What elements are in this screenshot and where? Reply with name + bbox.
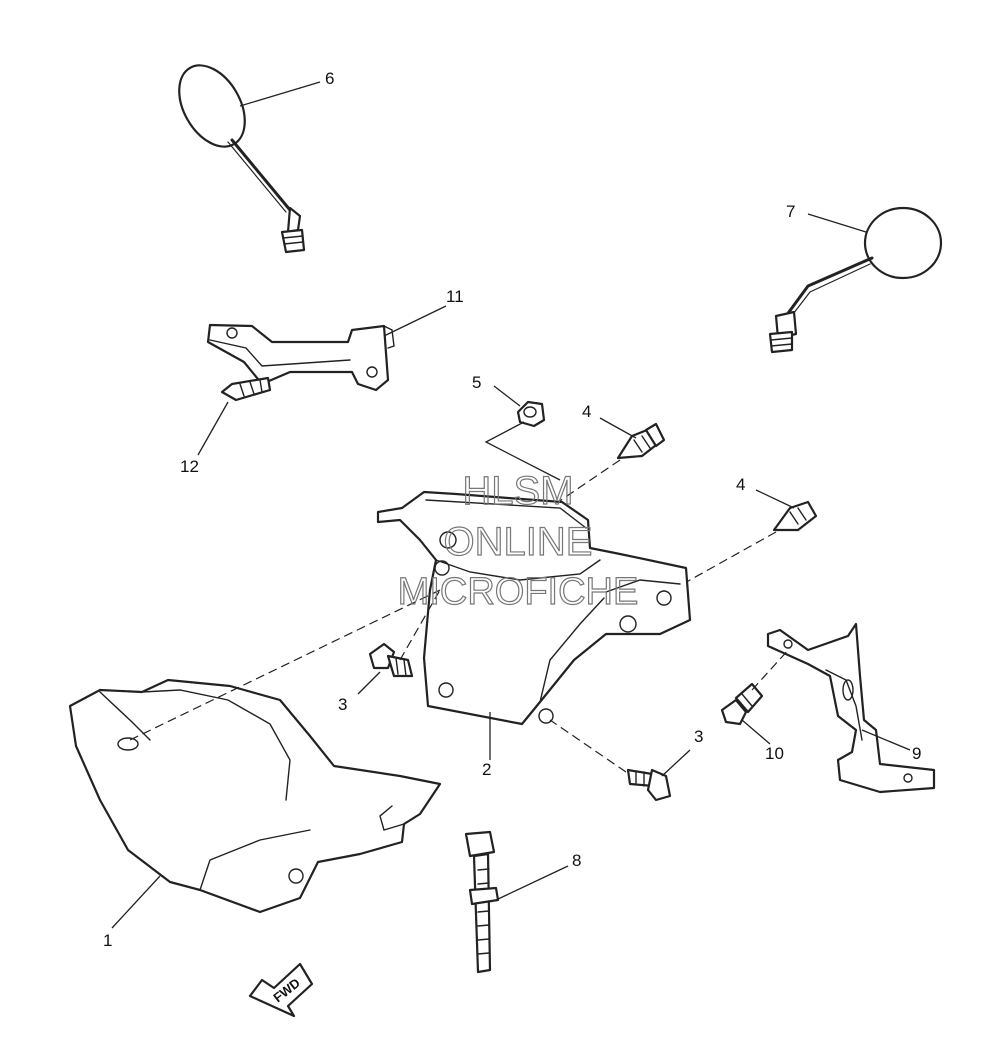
callout-12: 12 xyxy=(180,457,199,476)
callout-5: 5 xyxy=(472,373,481,392)
screw-4-right xyxy=(772,500,818,532)
callout-3-left: 3 xyxy=(338,695,347,714)
watermark-line-1: HLSM xyxy=(462,469,573,513)
bolt-3-left xyxy=(368,642,414,678)
watermark-line-3: MICROFICHE xyxy=(398,571,639,613)
callout-8: 8 xyxy=(572,851,581,870)
grommet-5 xyxy=(516,400,546,428)
callout-10: 10 xyxy=(765,744,784,763)
mirror-left xyxy=(178,64,306,254)
callout-3-right: 3 xyxy=(694,727,703,746)
fwd-arrow: FWD xyxy=(248,962,314,1018)
callout-4-right: 4 xyxy=(736,475,745,494)
callout-11: 11 xyxy=(446,287,464,306)
cover-main-1 xyxy=(68,678,442,914)
watermark: HLSM ONLINE MICROFICHE xyxy=(397,468,639,613)
callout-6: 6 xyxy=(325,69,334,88)
screw-10 xyxy=(720,682,764,726)
callout-9: 9 xyxy=(912,744,921,763)
bracket-upper xyxy=(206,323,395,392)
mirror-right xyxy=(768,206,943,354)
screw-12 xyxy=(220,376,272,402)
callout-1: 1 xyxy=(103,931,112,950)
cable-tie-8 xyxy=(464,830,500,974)
cover-inner-2 xyxy=(376,490,692,726)
watermark-line-2: ONLINE xyxy=(444,520,593,564)
bracket-lower xyxy=(766,622,936,794)
callout-7: 7 xyxy=(786,202,795,221)
screw-4-upper xyxy=(616,422,666,460)
callout-4-upper: 4 xyxy=(582,402,591,421)
callout-2: 2 xyxy=(482,760,491,779)
